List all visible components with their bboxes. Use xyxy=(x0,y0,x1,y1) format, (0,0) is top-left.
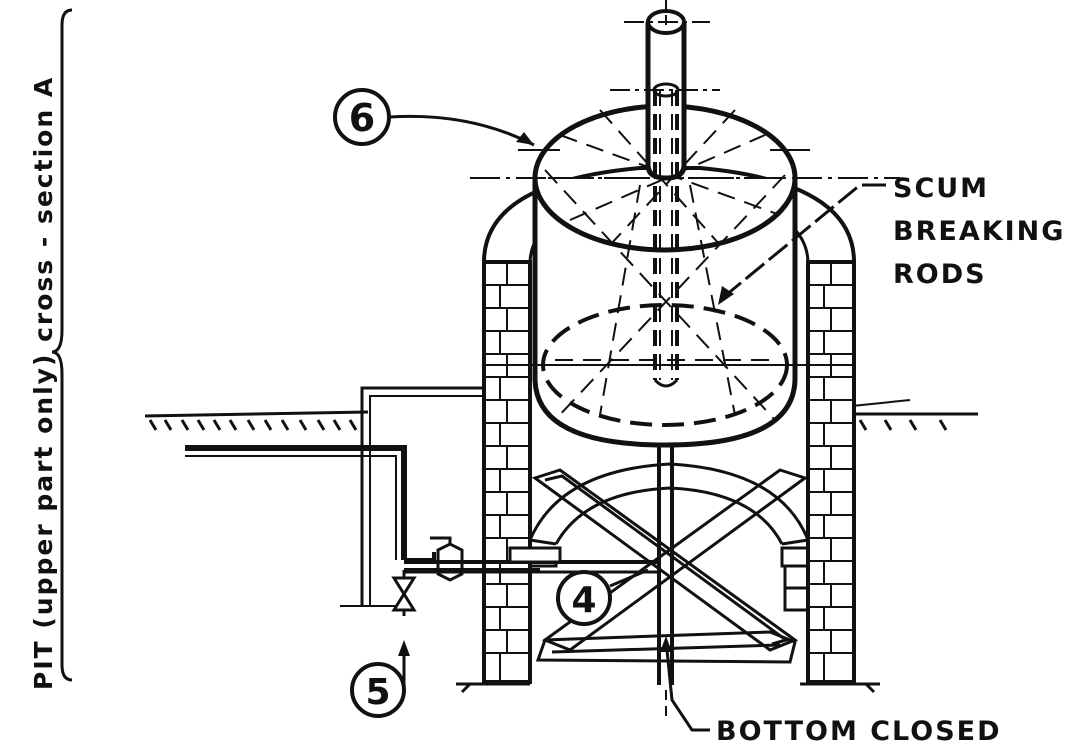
scum-label-line-3: RODS xyxy=(893,259,987,290)
brick-wall-right xyxy=(806,260,856,684)
scum-label-line-1: SCUM xyxy=(893,173,989,204)
ground-left xyxy=(144,410,369,431)
callout-stirrer-number: 4 xyxy=(571,580,596,621)
guide-tube-dashed xyxy=(653,90,679,380)
callout-gas-holder: 6 xyxy=(333,88,535,147)
bottom-closed-label: BOTTOM CLOSED xyxy=(716,716,1002,747)
stirrer-paddles xyxy=(531,468,809,664)
callout-inlet: 5 xyxy=(350,640,410,718)
callout-stirrer: 4 xyxy=(556,568,649,626)
guide-tube-bottom xyxy=(653,378,679,388)
scum-label-line-2: BREAKING xyxy=(893,216,1065,247)
inlet-pipework xyxy=(185,386,660,605)
central-shaft xyxy=(657,430,674,720)
callout-inlet-number: 5 xyxy=(365,672,390,713)
callout-gas-holder-number: 6 xyxy=(349,96,375,140)
bottom-closed-annotation: BOTTOM CLOSED xyxy=(660,636,1002,747)
scum-rods-annotation: SCUM BREAKING RODS xyxy=(718,173,1065,305)
gas-outlet-pipe xyxy=(610,0,720,181)
inlet-valve-icon xyxy=(391,570,417,616)
ground-right xyxy=(850,399,978,431)
section-brace xyxy=(51,8,73,682)
brick-wall-left xyxy=(482,260,532,684)
wall-feet xyxy=(456,682,880,694)
section-side-label: PIT (upper part only) cross - section A xyxy=(29,76,58,690)
